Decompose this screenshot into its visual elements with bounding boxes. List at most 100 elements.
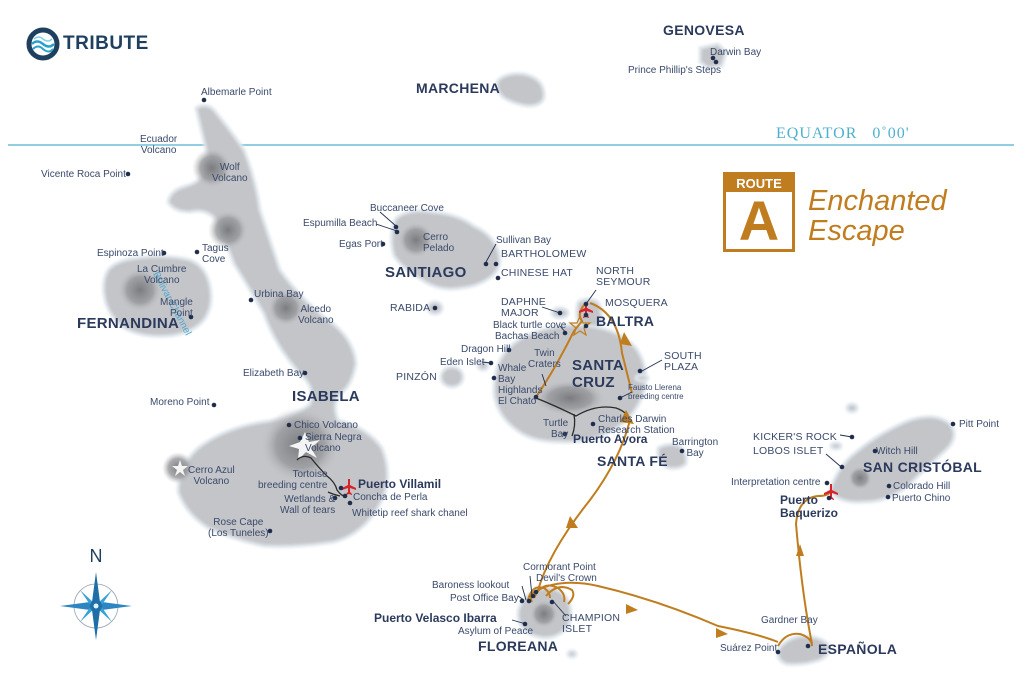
- island-label-santa-cruz: SANTA CRUZ: [572, 357, 624, 391]
- site-ecuador-line1: Ecuador: [140, 134, 178, 145]
- island-label-santa-cruz-line1: SANTA: [572, 357, 625, 374]
- site-post-office-bay: Post Office Bay: [450, 593, 519, 604]
- route-loop-floreana: [527, 584, 575, 605]
- site-black-turtle-cove: Black turtle cove: [493, 320, 567, 331]
- island-label-genovesa: GENOVESA: [663, 22, 745, 38]
- site-eden-islet: Eden Islet: [440, 357, 485, 368]
- site-fausto-line1: Fausto Llerena: [628, 383, 682, 392]
- baltra-start-star-icon: [568, 314, 592, 337]
- site-bachas-beach: Bachas Beach: [495, 331, 560, 342]
- site-gardner-bay: Gardner Bay: [761, 615, 818, 626]
- route-badge-letter: A: [738, 189, 780, 252]
- island-label-floreana: FLOREANA: [478, 638, 559, 654]
- site-elizabeth-bay: Elizabeth Bay: [243, 368, 305, 379]
- cerro-azul-crater-icon: [172, 460, 188, 476]
- label-daphne-line2: MAJOR: [501, 307, 539, 319]
- site-alcedo-line1: Alcedo: [300, 304, 332, 315]
- site-wetlands-wall-of-tears: Wetlands &Wall of tears: [280, 494, 335, 516]
- equator-label: EQUATOR 0˚00': [776, 125, 910, 142]
- island-marchena: [495, 72, 546, 108]
- label-chinese-hat: CHINESE HAT: [501, 267, 574, 279]
- site-ecuador-line2: Volcano: [140, 145, 177, 156]
- site-dragon-hill: Dragon Hill: [461, 344, 511, 355]
- island-espanola: [776, 634, 831, 666]
- site-whitetip-reef-shark-channel: Whitetip reef shark chanel: [352, 508, 468, 519]
- site-puerto-chino: Puerto Chino: [892, 493, 951, 504]
- site-sierra-negra-line2: Volcano: [305, 443, 341, 454]
- compass-north-label: N: [89, 546, 103, 566]
- site-highlands-line1: Highlands: [498, 385, 543, 396]
- site-mangle-line2: Point: [170, 308, 193, 319]
- site-twin-line2: Craters: [528, 359, 561, 370]
- label-champion-line1: CHAMPION: [562, 612, 621, 624]
- site-pitt-point: Pitt Point: [959, 419, 1000, 430]
- airport-san-cristobal-icon: [824, 484, 838, 500]
- site-la-cumbre-line1: La Cumbre: [137, 264, 187, 275]
- site-barrington-line1: Barrington: [672, 437, 719, 448]
- site-twin-line1: Twin: [534, 348, 555, 359]
- site-darwin-station-line2: Research Station: [598, 425, 675, 436]
- site-albemarle-point: Albemarle Point: [201, 87, 272, 98]
- route-badge-top: ROUTE: [726, 175, 792, 192]
- island-kickers-rock: [845, 402, 859, 414]
- site-tortoise-line1: Tortoise: [292, 469, 328, 480]
- site-espumilla-beach: Espumilla Beach: [303, 218, 378, 229]
- town-puerto-velasco-ibarra: Puerto Velasco Ibarra: [374, 611, 497, 625]
- site-barrington-line2: Bay: [686, 448, 704, 459]
- site-cormorant-point: Cormorant Point: [523, 562, 596, 573]
- site-prince-phillips-steps: Prince Phillip's Steps: [628, 65, 722, 76]
- site-turtle-line1: Turtle: [543, 418, 569, 429]
- label-bartholomew: BARTHOLOMEW: [501, 248, 587, 260]
- site-chico-volcano: Chico Volcano: [294, 420, 358, 431]
- site-wolf-line1: Wolf: [219, 162, 240, 173]
- site-wetlands-line2: Wall of tears: [280, 505, 336, 516]
- site-moreno-point: Moreno Point: [150, 397, 210, 408]
- route-arrow-icon: [620, 332, 632, 346]
- site-sullivan-bay: Sullivan Bay: [496, 235, 552, 246]
- site-colorado-hill: Colorado Hill: [893, 481, 951, 492]
- site-fausto-line2: breeding centre: [628, 392, 684, 401]
- site-alcedo-line2: Volcano: [298, 315, 334, 326]
- island-label-isabela: ISABELA: [292, 388, 360, 405]
- town-puerto-villamil: Puerto Villamil: [358, 477, 442, 491]
- label-south-plaza: SOUTH PLAZA: [664, 351, 702, 373]
- site-witch-hill: Witch Hill: [876, 446, 918, 457]
- label-lobos-islet: LOBOS ISLET: [753, 445, 824, 457]
- route-arrow-icon: [620, 410, 634, 424]
- label-champion-islet: CHAMPION ISLET: [562, 613, 620, 635]
- site-mangle-line1: Mangle: [160, 297, 193, 308]
- label-daphne-line1: DAPHNE: [501, 296, 546, 308]
- island-label-marchena: MARCHENA: [416, 80, 501, 96]
- site-cerro-azul-line1: Cerro Azul: [188, 465, 235, 476]
- airport-baltra-icon: [579, 302, 593, 318]
- site-cerro-azul-line2: Volcano: [193, 476, 230, 487]
- site-baroness-lookout: Baroness lookout: [432, 580, 510, 591]
- town-puerto-baquerizo: Puerto Baquerizo: [780, 494, 838, 520]
- site-rose-cape: Rose Cape(Los Tuneles): [208, 517, 269, 539]
- label-pinzon: PINZÓN: [396, 371, 437, 383]
- tribute-wave-logo-icon: [26, 27, 60, 61]
- town-puerto-baquerizo-line2: Baquerizo: [780, 506, 839, 520]
- site-egas-port: Egas Port: [339, 239, 383, 250]
- island-south-plaza: [634, 373, 650, 383]
- island-lobos: [829, 441, 843, 451]
- island-label-santiago: SANTIAGO: [385, 264, 467, 281]
- route-arrow-icon: [716, 628, 728, 638]
- route-badge: ROUTE A: [723, 172, 795, 252]
- site-vicente-roca-point: Vicente Roca Point: [41, 169, 126, 180]
- site-concha-de-perla: Concha de Perla: [353, 492, 428, 503]
- label-daphne-major: DAPHNE MAJOR: [501, 297, 546, 319]
- site-darwin-bay: Darwin Bay: [710, 47, 762, 58]
- label-south-plaza-line1: SOUTH: [664, 350, 702, 362]
- island-label-baltra: BALTRA: [596, 313, 655, 329]
